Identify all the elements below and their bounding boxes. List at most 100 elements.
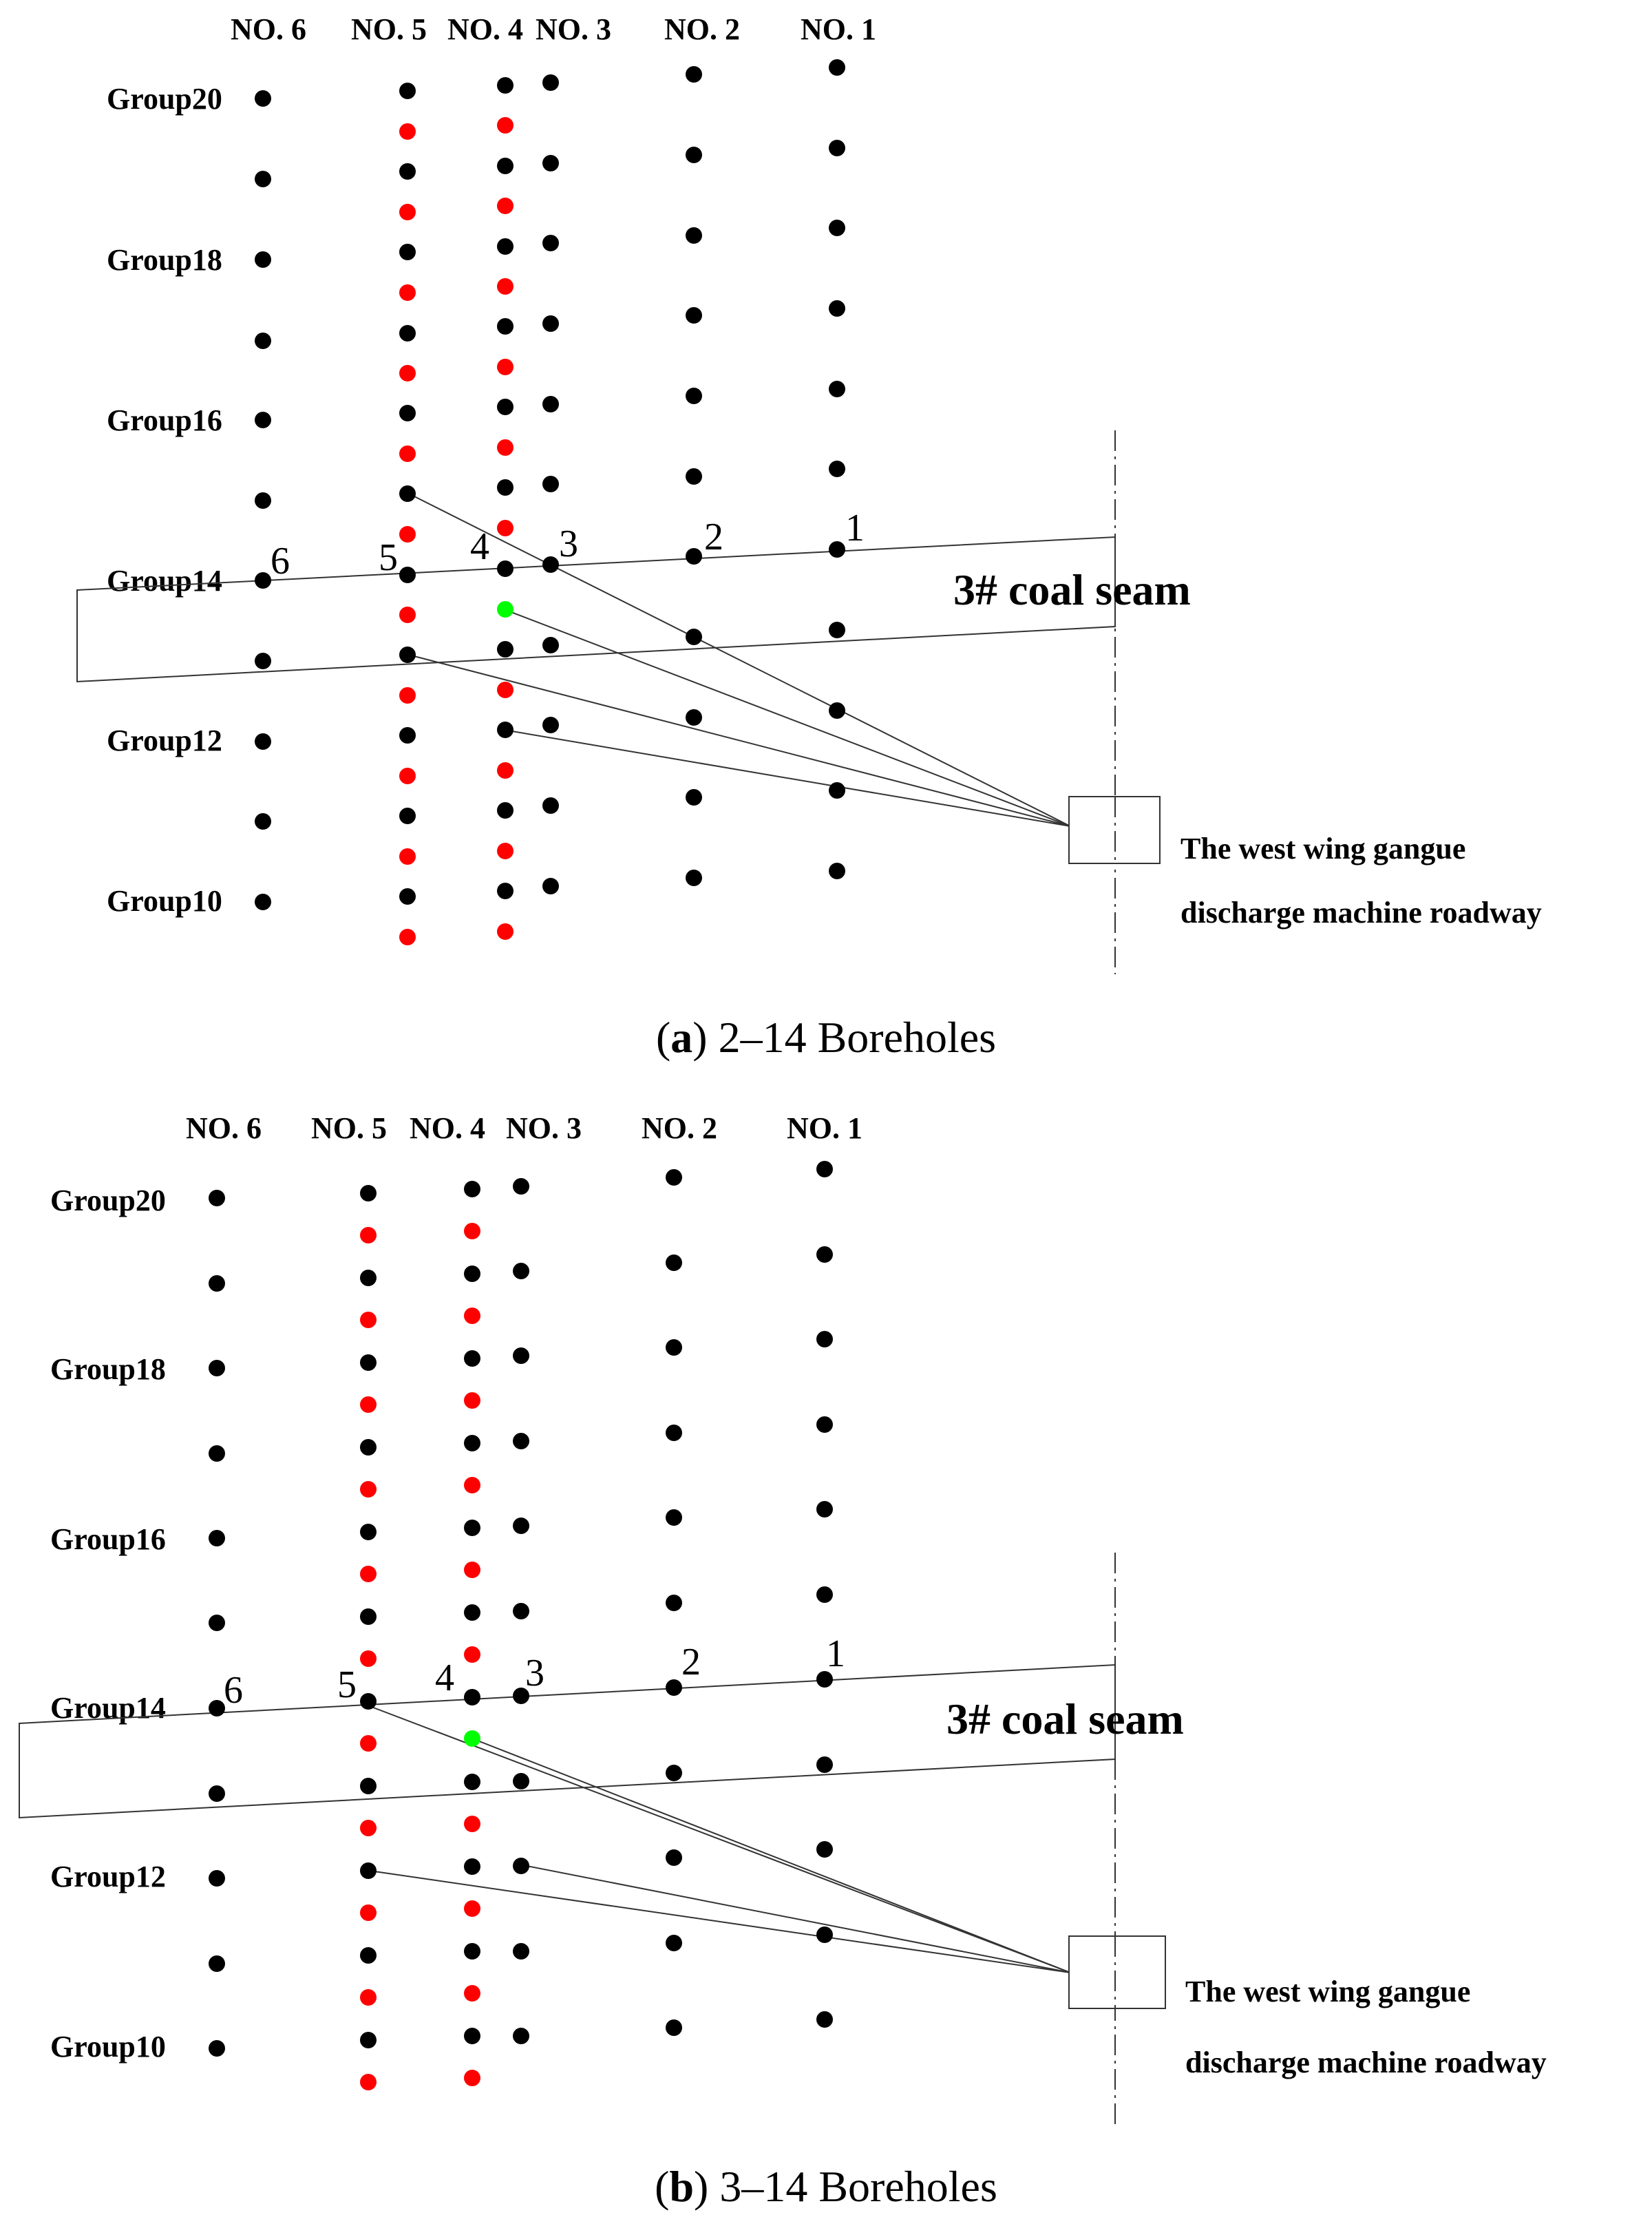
dot-a-no6-g20 xyxy=(255,90,271,107)
column-header-no6: NO. 6 xyxy=(186,1111,262,1145)
dot-a-no5 xyxy=(399,808,416,824)
group-label-18: Group18 xyxy=(107,243,222,277)
dot-a-no4-red xyxy=(497,439,513,456)
dot-a-no4 xyxy=(497,722,513,738)
dot-b-no5-red xyxy=(360,1735,377,1752)
dot-a-no4-red xyxy=(497,520,513,536)
dot-b-no5 xyxy=(360,1439,377,1456)
dot-a-no3 xyxy=(542,637,559,653)
dot-a-no4 xyxy=(497,883,513,899)
group-label-10: Group10 xyxy=(107,884,222,918)
dot-a-no2 xyxy=(686,870,702,886)
dot-a-no5-red xyxy=(399,204,416,220)
dot-a-no5-red xyxy=(399,687,416,704)
dot-a-no2 xyxy=(686,147,702,163)
roadway-label-line1: The west wing gangue xyxy=(1180,832,1465,865)
dot-b-no5 xyxy=(360,2032,377,2048)
dot-a-no4-red xyxy=(497,117,513,134)
dot-a-no6-g15 xyxy=(255,492,271,509)
dot-b-no6 xyxy=(209,1615,225,1631)
dot-a-no1 xyxy=(829,782,845,799)
dot-a-no6-g16 xyxy=(255,412,271,428)
dot-a-no3 xyxy=(542,396,559,412)
roadway-box xyxy=(1068,1935,1166,2009)
dot-a-no3 xyxy=(542,878,559,894)
dot-b-no2 xyxy=(666,2019,682,2036)
dot-a-no4 xyxy=(497,77,513,94)
dot-a-no6-g13 xyxy=(255,653,271,669)
group-label-12: Group12 xyxy=(107,724,222,757)
dot-a-no3 xyxy=(542,797,559,814)
dot-a-no1 xyxy=(829,220,845,236)
dot-a-no5-red xyxy=(399,526,416,543)
dot-b-no4-red xyxy=(464,1562,480,1578)
dot-b-no5-red xyxy=(360,1566,377,1582)
dot-a-no2 xyxy=(686,307,702,324)
dot-a-no3 xyxy=(542,556,559,573)
dot-b-no3 xyxy=(513,1178,529,1195)
borehole-number-4: 4 xyxy=(470,525,489,568)
dot-b-no5 xyxy=(360,1524,377,1540)
dot-a-no2 xyxy=(686,709,702,726)
column-header-no5: NO. 5 xyxy=(351,12,427,46)
borehole-number-6: 6 xyxy=(271,540,290,582)
dot-b-no5-red xyxy=(360,1904,377,1921)
dot-a-no4-red xyxy=(497,198,513,214)
dot-b-no6 xyxy=(209,1275,225,1292)
dot-a-no1 xyxy=(829,381,845,397)
dot-b-no5 xyxy=(360,1608,377,1625)
dot-a-no6-g19 xyxy=(255,171,271,187)
borehole-number-5: 5 xyxy=(379,536,398,579)
dot-a-no5-red xyxy=(399,445,416,462)
dot-b-no2 xyxy=(666,1254,682,1271)
dot-a-no4-red xyxy=(497,682,513,698)
dot-a-no5 xyxy=(399,325,416,342)
column-header-no1: NO. 1 xyxy=(787,1111,862,1145)
borehole-number-1: 1 xyxy=(845,507,865,549)
dot-a-no1 xyxy=(829,863,845,879)
dot-a-no3 xyxy=(542,235,559,251)
group-label-10: Group10 xyxy=(50,2030,166,2064)
dot-b-no3 xyxy=(513,1858,529,1874)
dot-b-no4-red xyxy=(464,1308,480,1324)
group-label-20: Group20 xyxy=(107,82,222,116)
column-header-no6: NO. 6 xyxy=(231,12,306,46)
column-header-no4: NO. 4 xyxy=(447,12,523,46)
borehole-line-5-lower xyxy=(405,653,1071,827)
borehole-line-5 xyxy=(369,1705,1071,1973)
panel-a-dots xyxy=(255,59,845,945)
dot-b-no4 xyxy=(464,1435,480,1451)
dot-b-no4-red xyxy=(464,1223,480,1239)
group-label-14: Group14 xyxy=(50,1691,166,1725)
dot-b-no4-red xyxy=(464,1477,480,1493)
column-header-no2: NO. 2 xyxy=(642,1111,717,1145)
group-label-18: Group18 xyxy=(50,1352,166,1386)
caption-a-text: 2–14 Boreholes xyxy=(708,1013,997,1062)
dot-a-no5 xyxy=(399,567,416,583)
dot-b-no2 xyxy=(666,1765,682,1781)
dot-a-no1 xyxy=(829,300,845,317)
dot-b-no5-red xyxy=(360,1227,377,1243)
dot-a-no4 xyxy=(497,318,513,335)
dot-b-no2 xyxy=(666,1679,682,1696)
dot-b-no3 xyxy=(513,1433,529,1449)
dot-b-no4 xyxy=(464,2028,480,2044)
dot-b-no1 xyxy=(816,2011,833,2028)
dot-b-no4-red xyxy=(464,1392,480,1409)
dot-b-no4-red xyxy=(464,1985,480,2002)
borehole-line-5-lower xyxy=(369,1870,1071,1973)
dot-b-no4 xyxy=(464,1181,480,1197)
roadway-label-line2: discharge machine roadway xyxy=(1185,2046,1547,2079)
dot-b-no2 xyxy=(666,1425,682,1441)
dot-a-no2 xyxy=(686,468,702,485)
dot-a-no4 xyxy=(497,802,513,819)
panel-b: NO. 6 NO. 5 NO. 4 NO. 3 NO. 2 NO. 1 Grou… xyxy=(19,1111,1547,2211)
dot-a-no2 xyxy=(686,629,702,645)
dot-b-no3 xyxy=(513,1773,529,1789)
dot-a-no5-red xyxy=(399,768,416,784)
dot-b-no3 xyxy=(513,1263,529,1279)
dot-a-no3 xyxy=(542,315,559,332)
dot-b-no4-green xyxy=(464,1730,480,1747)
dot-a-no3 xyxy=(542,155,559,171)
dot-b-no3 xyxy=(513,1347,529,1364)
